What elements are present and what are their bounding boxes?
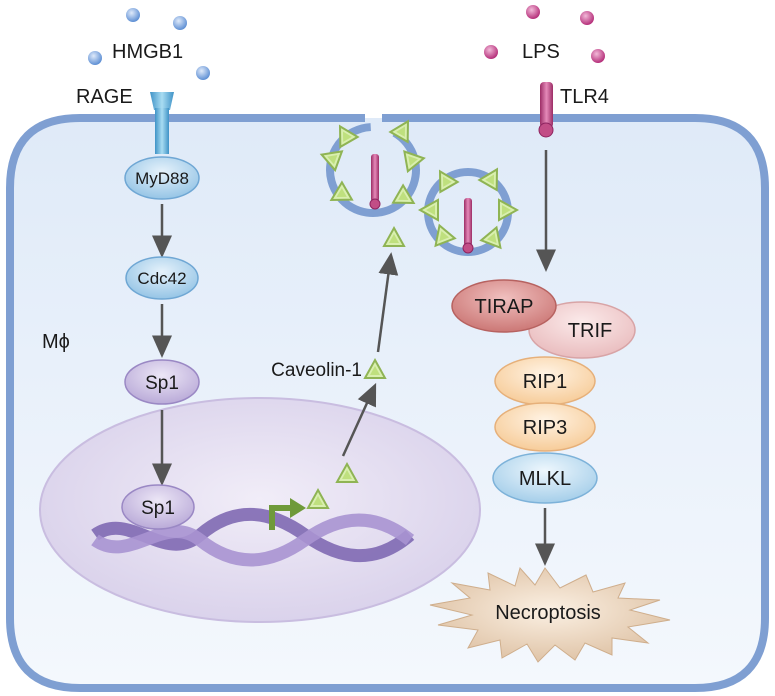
necroptosis-label: Necroptosis	[495, 602, 601, 624]
sp1-cytoplasm-node: Sp1	[124, 359, 200, 405]
lps-molecules	[484, 5, 605, 63]
lps-label: LPS	[522, 41, 560, 63]
rip1-label: RIP1	[523, 371, 567, 393]
mlkl-label: MLKL	[519, 468, 571, 490]
myd88-label: MyD88	[135, 169, 189, 188]
rage-receptor	[150, 92, 174, 154]
tlr4-receptor	[538, 82, 554, 138]
cdc42-label: Cdc42	[137, 269, 186, 288]
arrow-caveolin-up	[341, 382, 377, 457]
cell-label: Mϕ	[42, 331, 70, 353]
caveolar-vesicle	[317, 115, 427, 217]
necroptosis-burst: Necroptosis	[429, 566, 671, 663]
rip3-label: RIP3	[523, 417, 567, 439]
mlkl-node: MLKL	[492, 452, 598, 504]
rip3-node: RIP3	[494, 402, 596, 452]
cdc42-node: Cdc42	[125, 256, 199, 300]
hmgb1-label: HMGB1	[112, 41, 183, 63]
trif-label: TRIF	[568, 320, 612, 342]
rip1-node: RIP1	[494, 356, 596, 406]
arrow-caveolin-membrane	[376, 252, 399, 353]
dna-helix	[91, 507, 415, 567]
sp1-nucleus-label: Sp1	[141, 498, 175, 519]
hmgb1-molecules	[88, 8, 210, 80]
tlr4-label: TLR4	[560, 86, 609, 108]
transcription-arrow	[269, 505, 292, 530]
rage-label: RAGE	[76, 86, 133, 108]
tirap-label: TIRAP	[475, 296, 534, 318]
caveolin-label: Caveolin-1	[271, 360, 362, 381]
transcription-arrowhead	[290, 498, 306, 518]
endocytic-vesicle	[419, 163, 518, 256]
sp1-cytoplasm-label: Sp1	[145, 373, 179, 394]
sp1-nucleus-node: Sp1	[121, 484, 195, 530]
myd88-node: MyD88	[124, 156, 200, 200]
trif-node: TRIF	[528, 301, 636, 359]
tirap-node: TIRAP	[451, 279, 557, 333]
